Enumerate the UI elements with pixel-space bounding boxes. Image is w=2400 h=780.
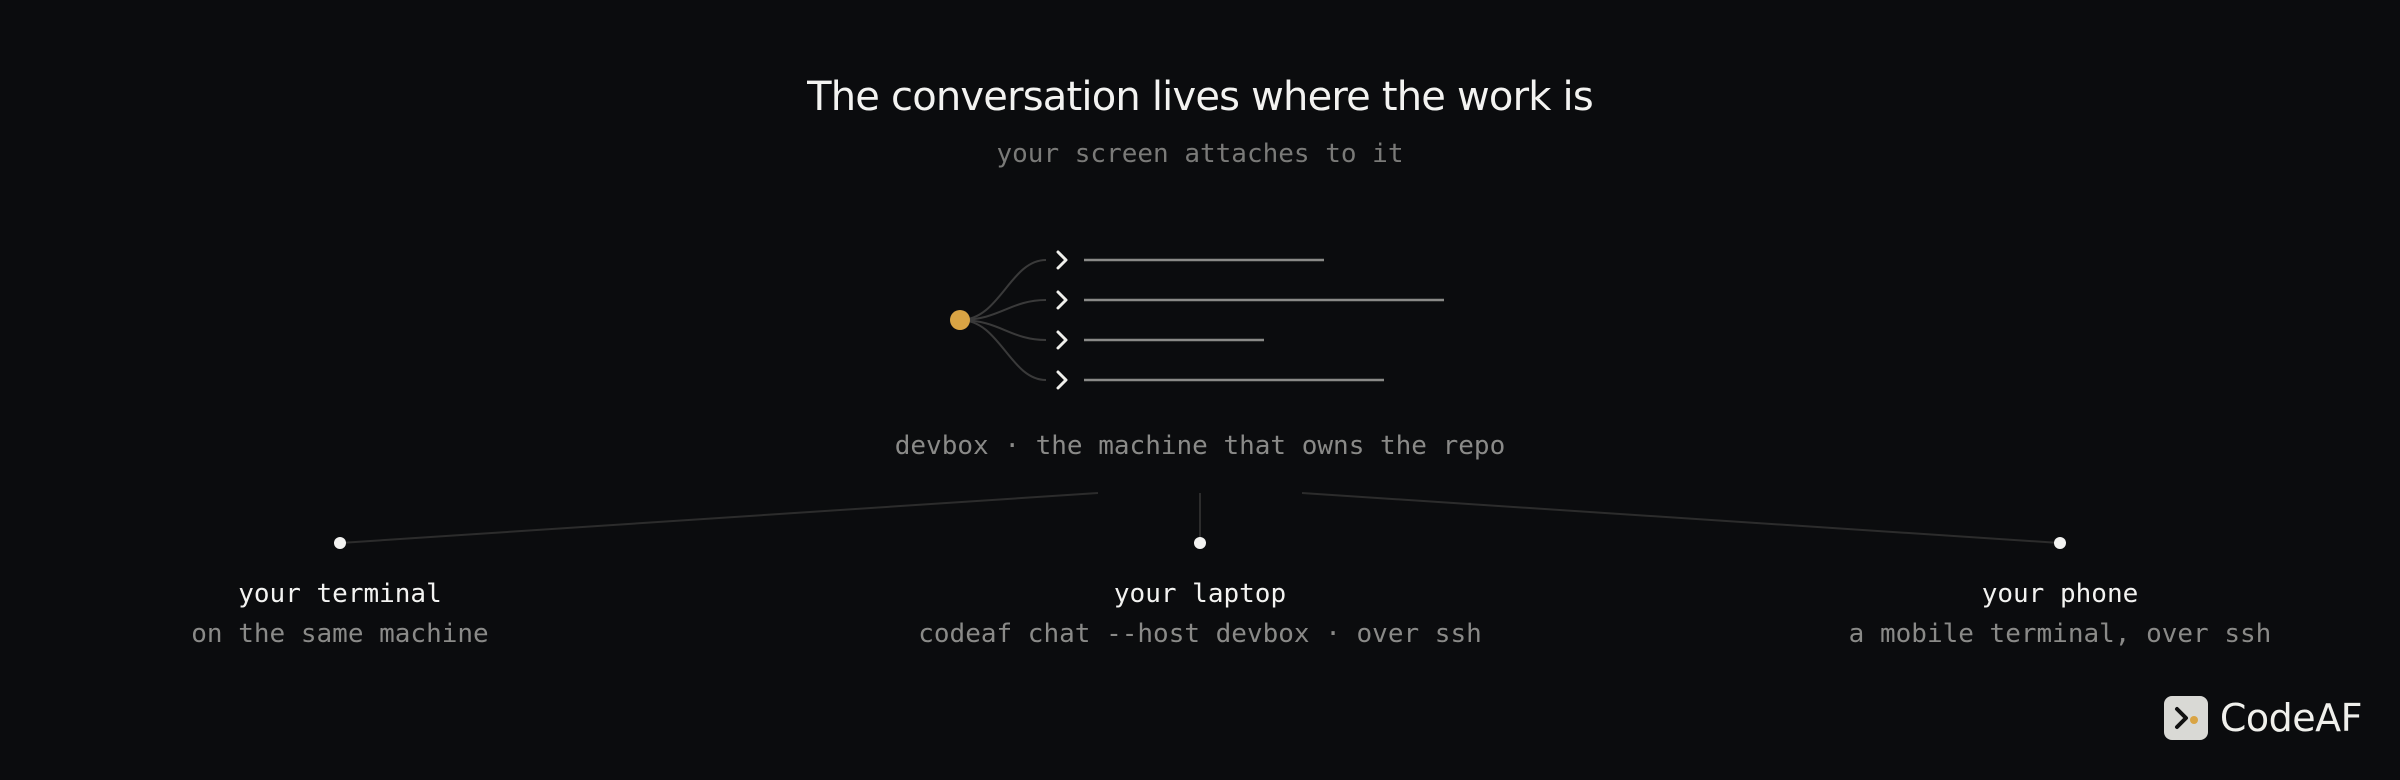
page-title: The conversation lives where the work is: [807, 74, 1594, 120]
client-phone: your phone a mobile terminal, over ssh: [1750, 579, 2370, 649]
chevron-right-icon: [1056, 290, 1068, 310]
hub-caption: devbox · the machine that owns the repo: [894, 431, 1506, 461]
chevron-right-icon: [1056, 370, 1068, 390]
hub-dot: [950, 310, 970, 330]
client-laptop: your laptop codeaf chat --host devbox · …: [890, 579, 1510, 649]
client-desc: a mobile terminal, over ssh: [1848, 619, 2272, 649]
session-branch: [959, 259, 1047, 321]
chevron-right-icon: [1056, 250, 1068, 270]
connector-phone: [1301, 492, 2061, 544]
session-branch: [959, 319, 1047, 381]
chevron-right-icon: [1056, 330, 1068, 350]
session-1: [1056, 250, 1324, 270]
client-desc: codeaf chat --host devbox · over ssh: [918, 619, 1482, 649]
client-terminal: your terminal on the same machine: [30, 579, 650, 649]
session-branch: [959, 299, 1047, 321]
session-2: [1056, 290, 1444, 310]
client-name: your phone: [1981, 579, 2139, 609]
session-branches: [959, 259, 1047, 381]
session-4: [1056, 370, 1384, 390]
brand-logo: CodeAF: [2163, 694, 2363, 742]
connector-terminal: [339, 492, 1099, 544]
client-connectors: [339, 492, 2061, 544]
session-3: [1056, 330, 1264, 350]
client-name: your terminal: [238, 579, 442, 609]
terminal-node-dot: [334, 537, 346, 549]
phone-node-dot: [2054, 537, 2066, 549]
brand-name: CodeAF: [2219, 696, 2363, 740]
client-name: your laptop: [1113, 579, 1287, 609]
laptop-node-dot: [1194, 537, 1206, 549]
session-branch: [959, 319, 1047, 341]
client-desc: on the same machine: [191, 619, 489, 649]
page-subtitle: your screen attaches to it: [996, 139, 1404, 169]
terminal-prompt-icon: [2163, 696, 2208, 740]
